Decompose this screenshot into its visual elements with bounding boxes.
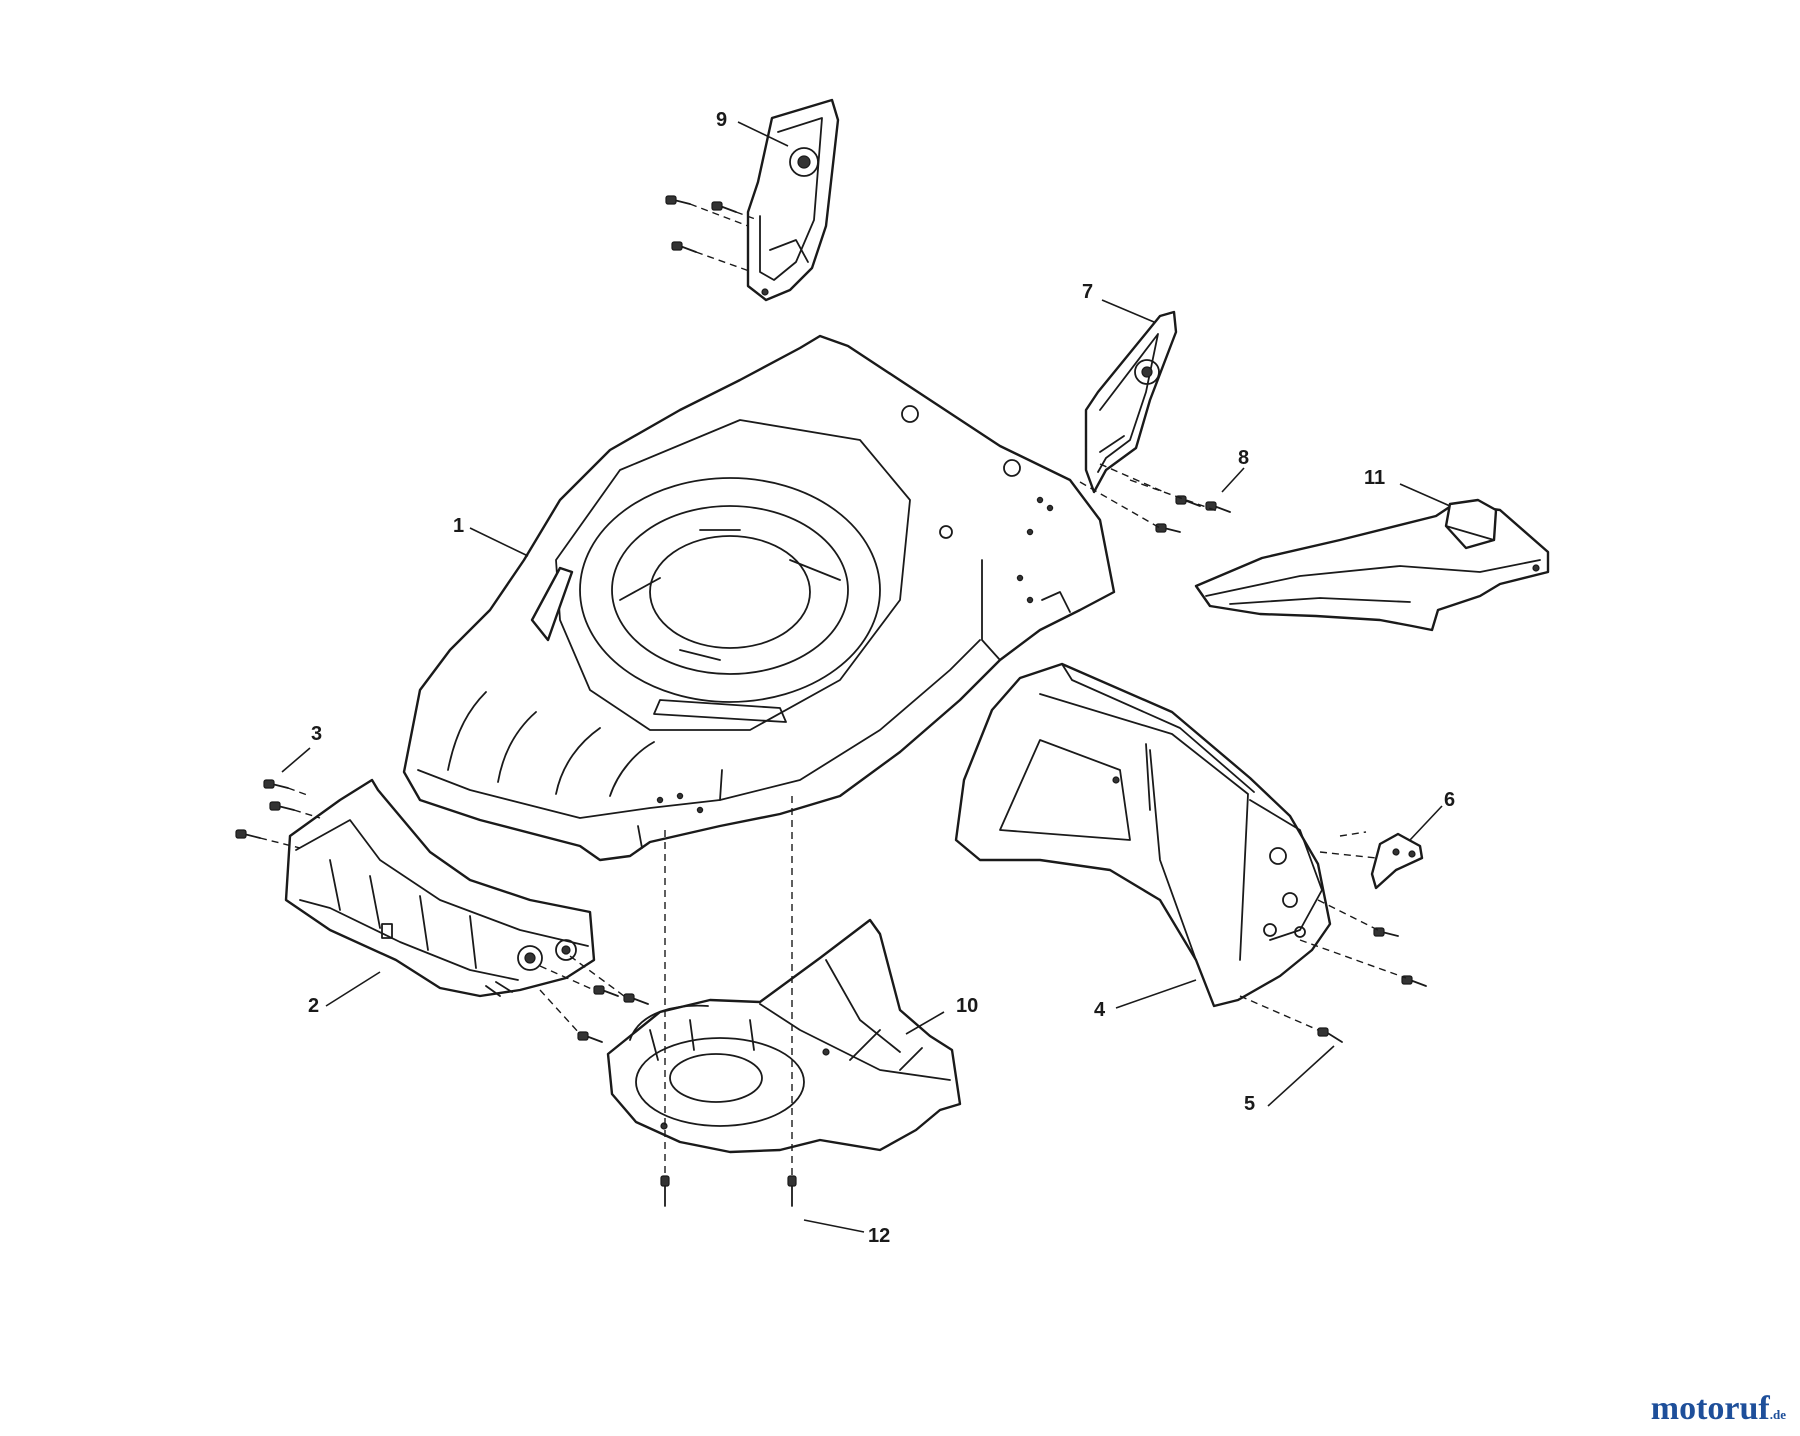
callout-8: 8 — [1238, 447, 1249, 469]
screw-5 — [1317, 1027, 1343, 1043]
assembly-lines — [259, 203, 1407, 1176]
callout-11: 11 — [1364, 467, 1385, 489]
part-7-handle-bracket — [1084, 310, 1178, 494]
part-9-handle-bracket — [746, 98, 840, 302]
screw-12a — [660, 1175, 670, 1207]
screw-2a — [593, 985, 619, 997]
motoruf-logo: motoruf.de — [1651, 1390, 1786, 1428]
part-2-rear-flap — [284, 778, 596, 998]
callout-labels: 9 7 1 8 11 3 2 4 6 5 10 12 — [308, 109, 1455, 1247]
callout-3: 3 — [311, 723, 322, 745]
screw-12b — [787, 1175, 797, 1207]
screw-3c — [235, 829, 261, 839]
callout-12: 12 — [868, 1225, 890, 1247]
screw-2b — [623, 993, 649, 1005]
callout-9: 9 — [716, 109, 727, 131]
screw-9b — [711, 201, 737, 213]
callout-6: 6 — [1444, 789, 1455, 811]
screw-9a — [665, 195, 691, 205]
callout-1: 1 — [453, 515, 464, 537]
callout-10: 10 — [956, 995, 978, 1017]
logo-brand: motoruf — [1650, 1390, 1770, 1427]
leader-lines — [281, 121, 1451, 1233]
screw-8c — [1155, 523, 1181, 533]
callout-5: 5 — [1244, 1093, 1255, 1115]
logo-tld: .de — [1769, 1407, 1786, 1422]
screw-2c — [577, 1031, 603, 1043]
screw-3a — [263, 779, 289, 789]
callout-2: 2 — [308, 995, 319, 1017]
screw-3b — [269, 801, 295, 811]
screw-6a — [1373, 927, 1399, 937]
screw-8a — [1175, 495, 1201, 507]
part-1-mower-deck — [402, 334, 1116, 862]
part-4-collector-chute — [954, 662, 1332, 1008]
screw-9c — [671, 241, 697, 253]
callout-7: 7 — [1082, 281, 1093, 303]
part-10-baffle — [606, 918, 962, 1154]
part-11-deflector — [1194, 498, 1550, 632]
callout-4: 4 — [1094, 999, 1106, 1021]
part-6-plate — [1370, 832, 1424, 890]
screw-8b — [1205, 501, 1231, 513]
screws — [235, 195, 1427, 1207]
